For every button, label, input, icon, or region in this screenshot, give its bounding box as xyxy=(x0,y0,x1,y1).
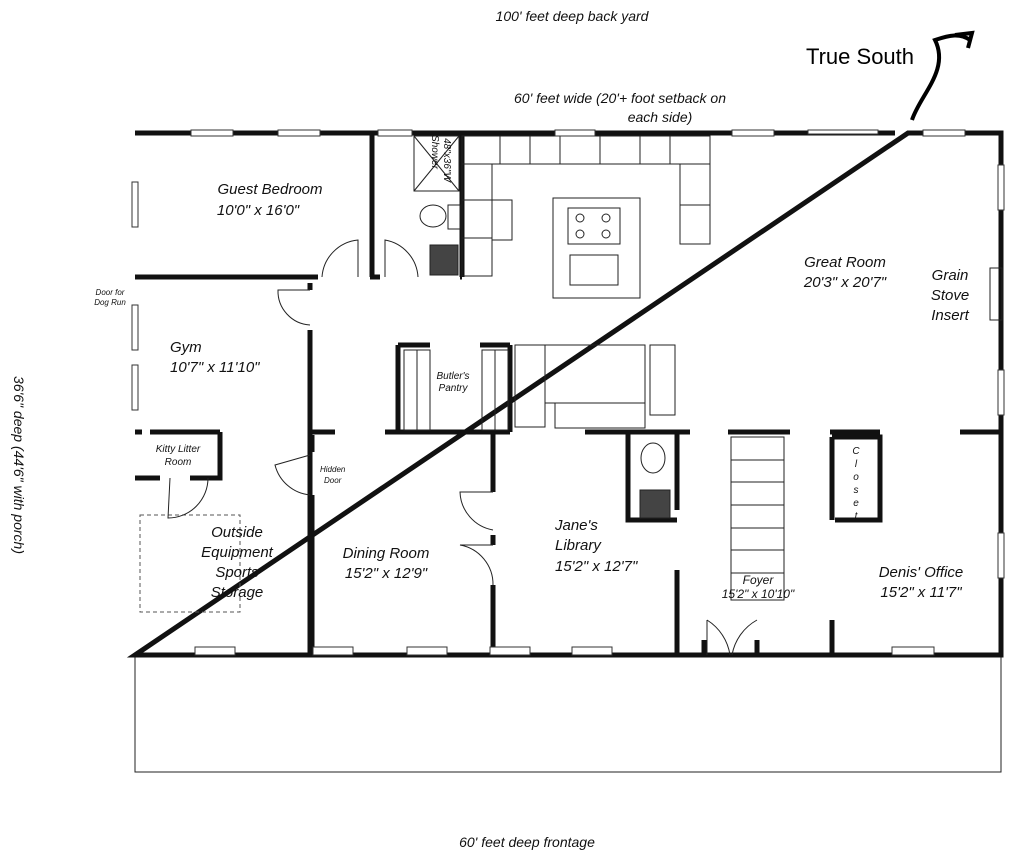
windows xyxy=(131,129,1005,656)
hidden-door-line2: Door xyxy=(324,476,342,485)
svg-text:t: t xyxy=(855,511,859,522)
svg-text:s: s xyxy=(854,485,859,496)
kitchen-island xyxy=(552,197,641,299)
half-bath-fixtures xyxy=(639,442,671,519)
outside-storage-line4: Storage xyxy=(211,584,264,601)
interior-walls xyxy=(135,133,1001,655)
kitty-litter-line1: Kitty Litter xyxy=(156,444,201,455)
back-yard-label: 100' feet deep back yard xyxy=(496,8,650,24)
great-room-size: 20'3" x 20'7" xyxy=(803,274,887,291)
foyer-size: 15'2" x 10'10" xyxy=(722,587,795,601)
denis-office-name: Denis' Office xyxy=(879,564,964,581)
frontage-label: 60' feet deep frontage xyxy=(459,834,595,850)
dog-run-label-2: Dog Run xyxy=(94,298,126,307)
dining-room-name: Dining Room xyxy=(343,545,430,562)
janes-library-size: 15'2" x 12'7" xyxy=(555,558,638,575)
hidden-door-line1: Hidden xyxy=(320,465,346,474)
gym-size: 10'7" x 11'10" xyxy=(170,359,260,376)
porch xyxy=(134,654,1002,773)
guest-bedroom-size: 10'0" x 16'0" xyxy=(217,202,300,219)
kitchen-cabinets xyxy=(461,135,711,277)
true-south-arrow-icon xyxy=(910,30,975,121)
kitty-litter-line2: Room xyxy=(165,457,192,468)
dog-run-label-1: Door for xyxy=(96,288,125,297)
janes-library-line1: Jane's xyxy=(554,517,598,534)
butlers-pantry-counter xyxy=(403,344,676,431)
foyer-name: Foyer xyxy=(743,573,775,587)
dining-room-size: 15'2" x 12'9" xyxy=(345,565,428,582)
grain-stove-line1: Grain xyxy=(932,267,969,284)
true-south-label: True South xyxy=(806,44,914,69)
svg-text:C: C xyxy=(852,446,860,457)
grain-stove-line3: Insert xyxy=(931,307,969,324)
closet-label: C l o s e t xyxy=(852,446,860,522)
depth-label: 36'6" deep (44'6" with porch) xyxy=(11,376,27,554)
width-label-line1: 60' feet wide (20'+ foot setback on xyxy=(514,90,726,106)
great-room-name: Great Room xyxy=(804,254,886,271)
butlers-pantry-line2: Pantry xyxy=(439,383,469,394)
guest-bedroom-name: Guest Bedroom xyxy=(217,181,322,198)
width-label-line2: each side) xyxy=(628,109,693,125)
outside-storage-area xyxy=(139,514,241,613)
janes-library-line2: Library xyxy=(555,537,602,554)
denis-office-size: 15'2" x 11'7" xyxy=(880,584,962,601)
gym-name: Gym xyxy=(170,339,202,356)
svg-text:o: o xyxy=(853,472,859,483)
outside-storage-line3: Sports xyxy=(215,564,259,581)
door-swings xyxy=(167,239,758,656)
shower-label: Shower xyxy=(429,135,440,170)
outside-storage-line2: Equipment xyxy=(201,544,274,561)
butlers-pantry-line1: Butler's xyxy=(436,371,469,382)
upstairs-bath-fixtures xyxy=(413,135,461,276)
shower-size: 48"x36"W xyxy=(441,138,452,183)
outside-storage-line1: Outside xyxy=(211,524,263,541)
grain-stove-line2: Stove xyxy=(931,287,969,304)
svg-text:e: e xyxy=(853,498,859,509)
staircase xyxy=(730,436,785,601)
grain-stove-insert xyxy=(989,267,1003,321)
svg-text:l: l xyxy=(855,459,858,470)
